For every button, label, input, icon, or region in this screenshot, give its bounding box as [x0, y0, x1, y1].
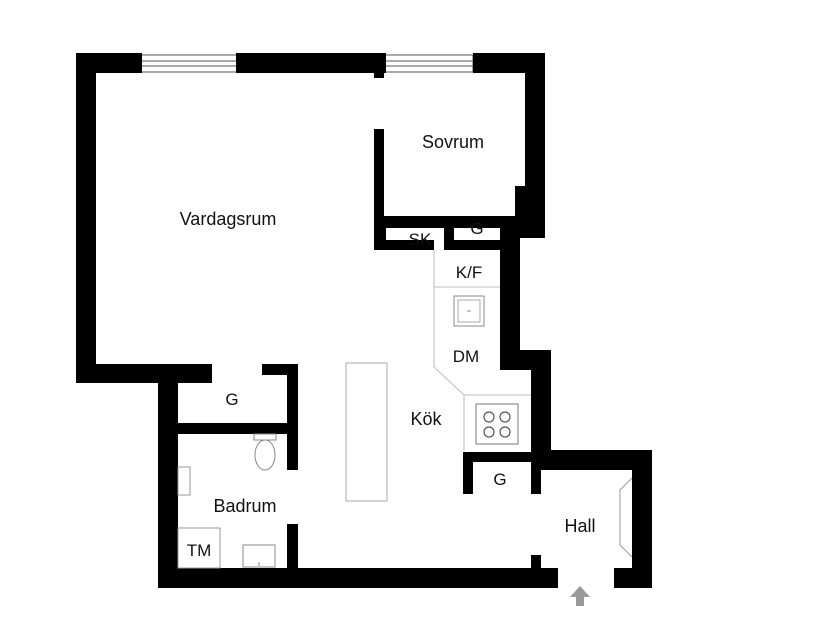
- walls: [76, 53, 652, 588]
- room-label-g-bedroom: G: [470, 219, 483, 238]
- room-label-dm: DM: [453, 347, 479, 366]
- room-label-badrum: Badrum: [213, 496, 276, 516]
- room-label-g-left: G: [225, 390, 238, 409]
- kitchen-island: [345, 362, 388, 502]
- tm-box: [177, 527, 221, 569]
- toilet-icon: [253, 433, 277, 471]
- up-arrow-icon: [570, 586, 590, 606]
- bathroom-shelf: [177, 466, 191, 496]
- stove-icon: [475, 403, 519, 445]
- window-icon: [140, 54, 238, 73]
- room-label-g-kitchen: G: [493, 470, 506, 489]
- window-icon: [384, 54, 474, 73]
- room-label-kf: K/F: [456, 263, 482, 282]
- room-label-sk: SK: [409, 230, 432, 249]
- sink-icon: [242, 544, 276, 568]
- room-label-kok: Kök: [410, 409, 442, 429]
- kitchen-sink-icon: [453, 295, 485, 327]
- kitchen-counter: [433, 250, 531, 451]
- hall-wardrobe: [619, 477, 633, 558]
- room-label-vardagsrum: Vardagsrum: [180, 209, 277, 229]
- room-label-sovrum: Sovrum: [422, 132, 484, 152]
- room-label-hall: Hall: [564, 516, 595, 536]
- room-label-tm: TM: [187, 541, 212, 560]
